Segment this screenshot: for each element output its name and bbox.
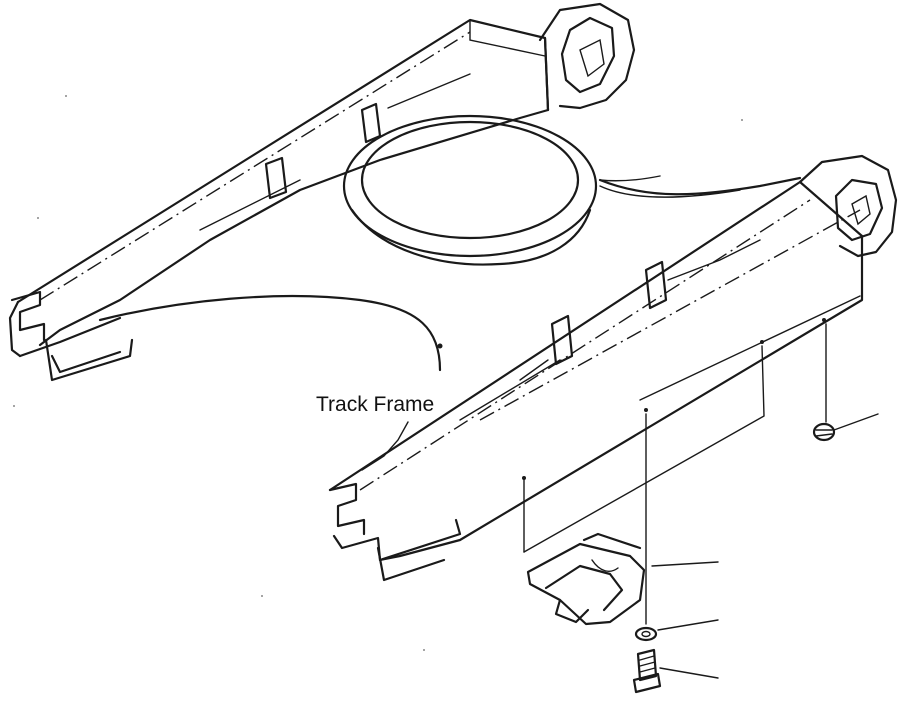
upper-side-rail [8, 2, 636, 382]
scan-specks [13, 95, 743, 651]
washer [634, 626, 658, 642]
lower-side-rail [328, 154, 898, 582]
mounting-bracket [526, 532, 646, 626]
callout-leaders [651, 413, 879, 679]
plug [812, 422, 836, 442]
track-frame-leader [361, 421, 409, 471]
assembly-lines [437, 318, 827, 625]
bolt [632, 648, 662, 694]
track-frame-label: Track Frame [316, 393, 434, 416]
center-crossmember [98, 114, 802, 372]
